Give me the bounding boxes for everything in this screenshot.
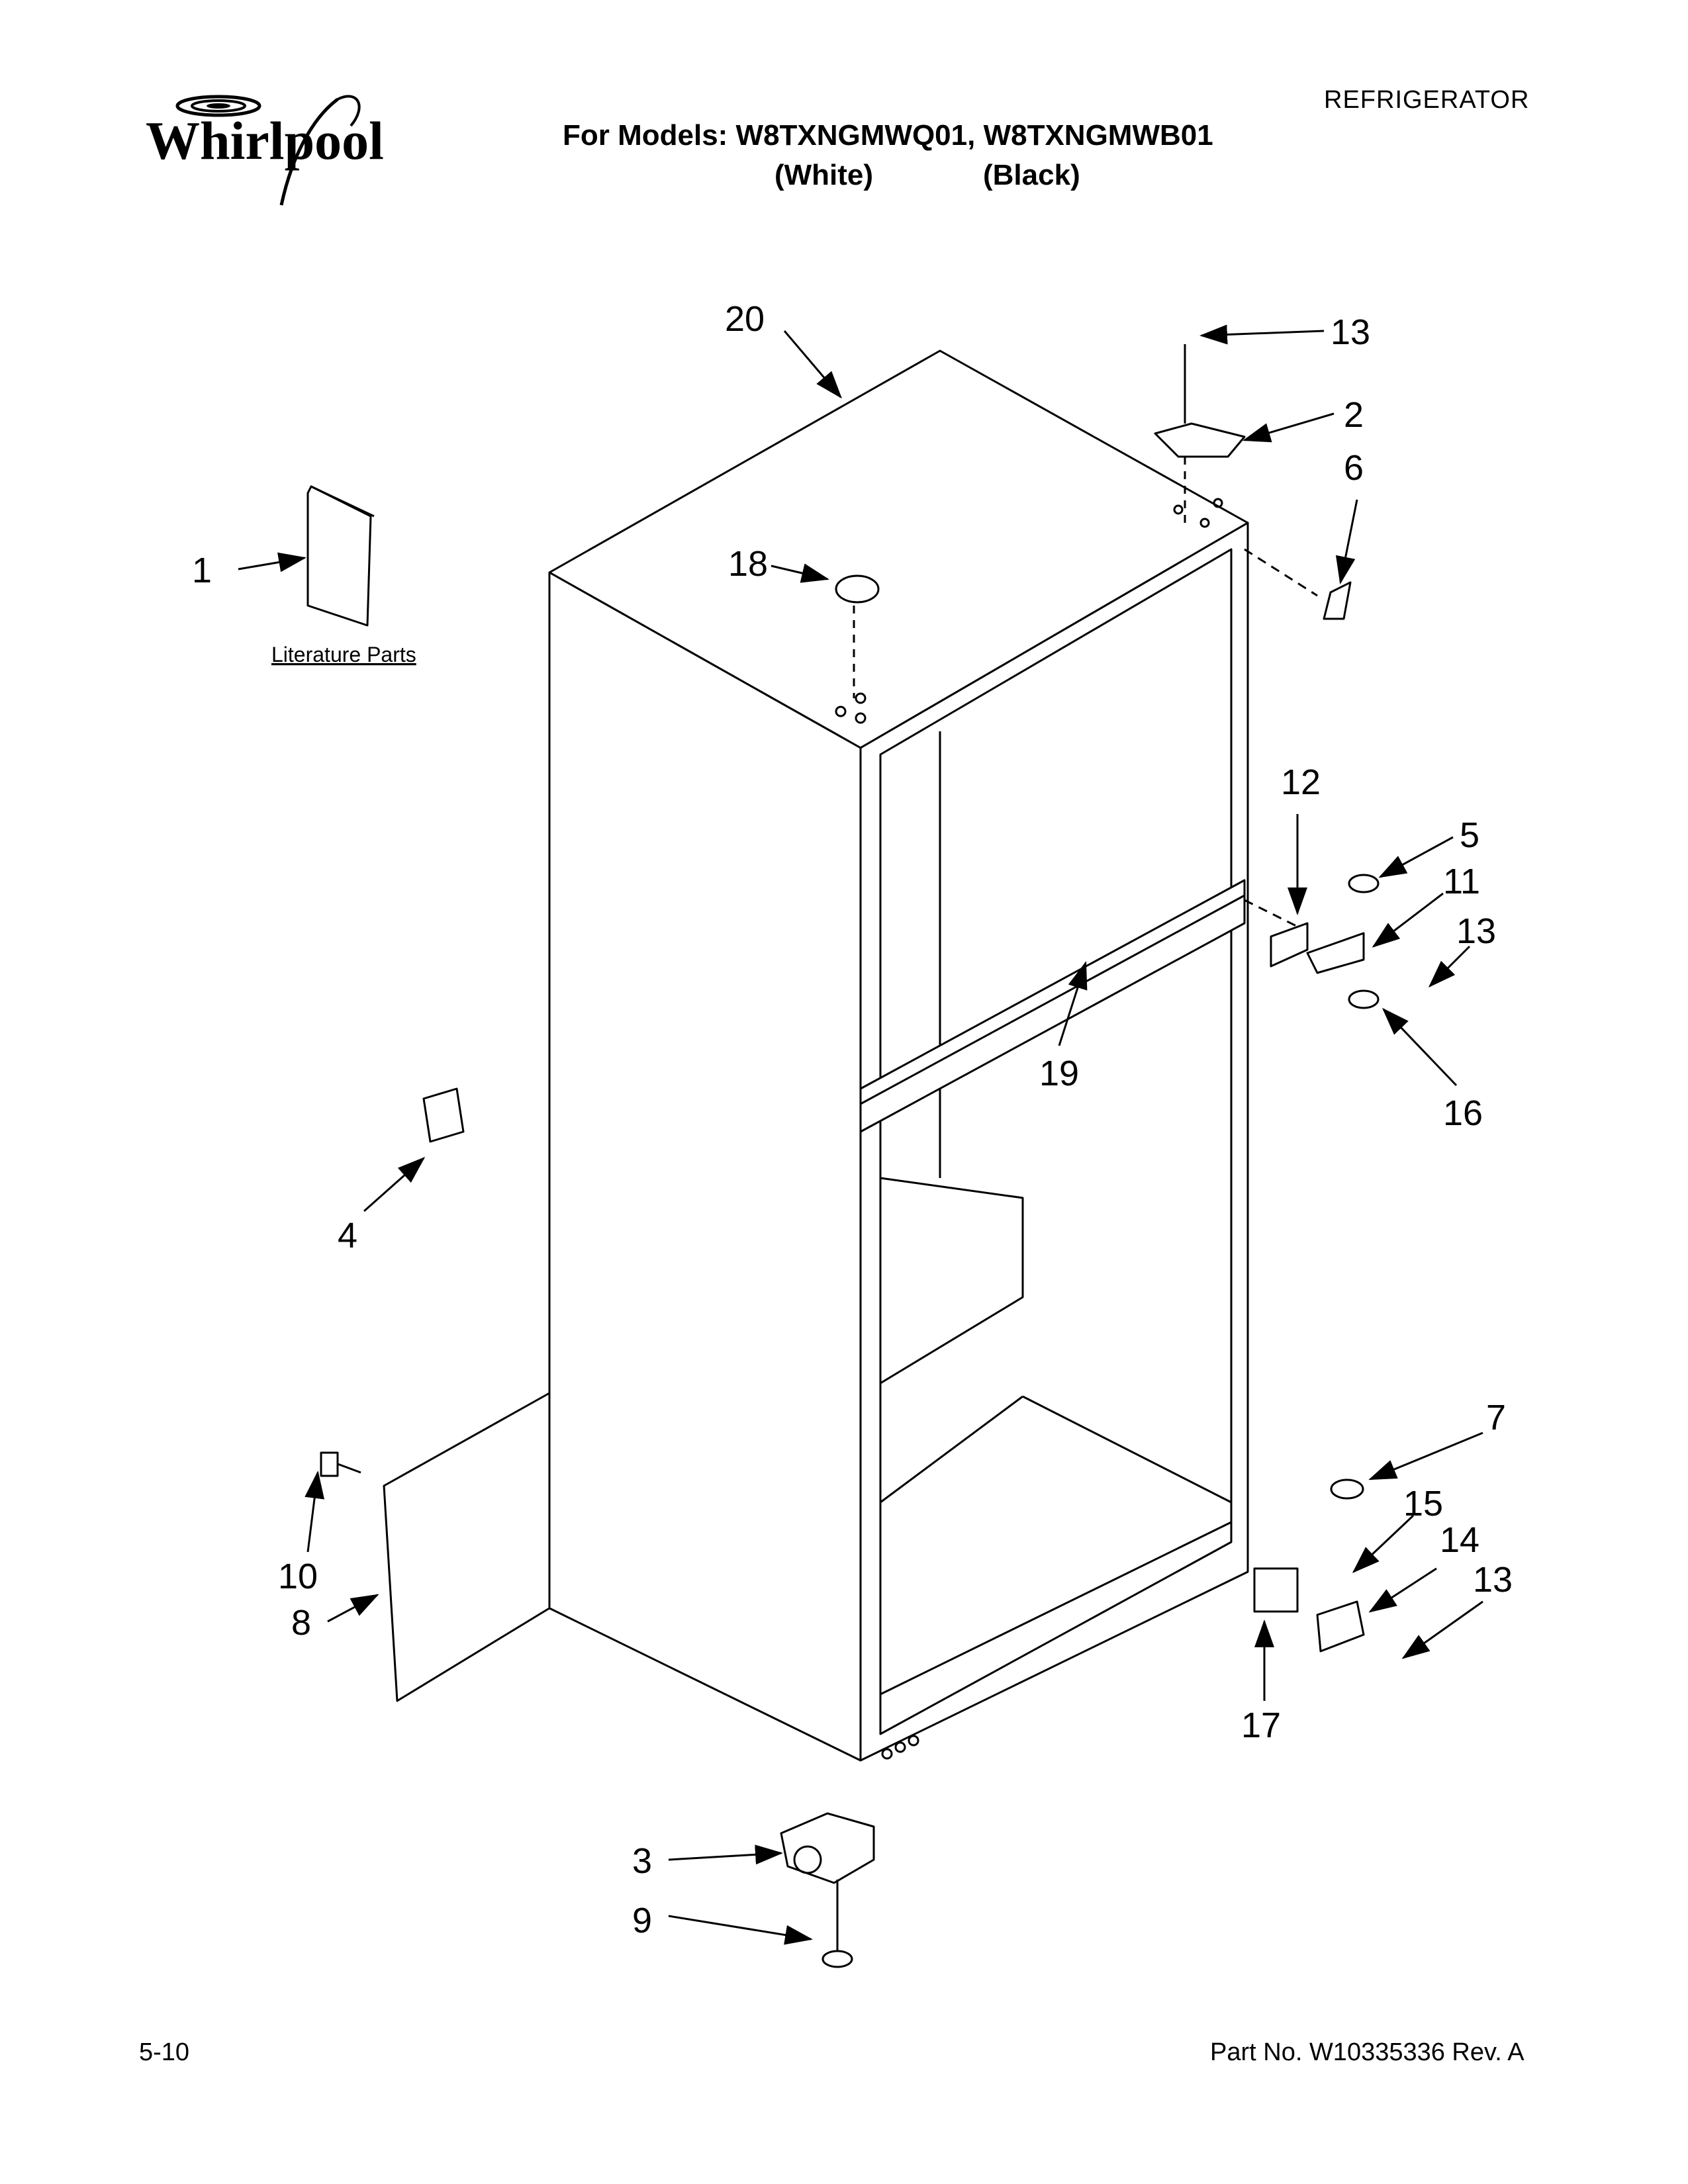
literature-parts-label: Literature Parts [271, 643, 416, 666]
callout-13-mid: 13 [1456, 911, 1496, 951]
callout-8: 8 [291, 1603, 311, 1643]
bottom-hinge [1253, 1479, 1365, 1653]
callout-6: 6 [1344, 448, 1364, 488]
center-rail [859, 879, 1246, 1133]
callout-18: 18 [728, 544, 768, 584]
callout-2: 2 [1344, 395, 1364, 435]
callout-15: 15 [1403, 1484, 1443, 1524]
revision-date: 5-10 [139, 2038, 190, 2066]
hinge-cover [1323, 581, 1352, 620]
roller-assembly [780, 1812, 875, 1968]
variant-black: (Black) [983, 159, 1080, 191]
screw-10 [320, 1451, 361, 1477]
callout-14: 14 [1440, 1520, 1479, 1560]
models-line: For Models: W8TXNGMWQ01, W8TXNGMWB01 [563, 119, 1213, 152]
variant-white: (White) [774, 159, 874, 191]
callout-3: 3 [632, 1841, 652, 1881]
wire-clip [422, 1087, 465, 1143]
literature-parts [306, 485, 375, 627]
product-category: REFRIGERATOR [1324, 86, 1530, 114]
brand-wordmark: Whirlpool [146, 111, 384, 171]
callout-4: 4 [338, 1216, 357, 1255]
callout-11: 11 [1443, 862, 1480, 901]
callout-12: 12 [1281, 762, 1321, 802]
whirlpool-logo-mark: Whirlpool [146, 95, 384, 206]
callout-1: 1 [192, 551, 212, 590]
callout-7: 7 [1486, 1398, 1506, 1437]
top-plug [835, 574, 880, 698]
center-hinge [1244, 874, 1380, 1009]
cabinet-shell [548, 349, 1249, 1762]
callout-10: 10 [278, 1557, 318, 1596]
callout-13-top: 13 [1331, 312, 1370, 352]
callout-13-bottom: 13 [1473, 1560, 1513, 1600]
access-panel [383, 1392, 551, 1702]
callout-20: 20 [725, 299, 765, 339]
callout-17: 17 [1241, 1706, 1281, 1745]
callout-9: 9 [632, 1901, 652, 1940]
callout-5: 5 [1460, 815, 1479, 855]
callout-19: 19 [1039, 1054, 1079, 1093]
brand-logo: Whirlpool [139, 79, 404, 218]
part-number: Part No. W10335336 Rev. A [1210, 2038, 1524, 2066]
top-hinge [1154, 344, 1246, 523]
callout-16: 16 [1443, 1093, 1483, 1133]
